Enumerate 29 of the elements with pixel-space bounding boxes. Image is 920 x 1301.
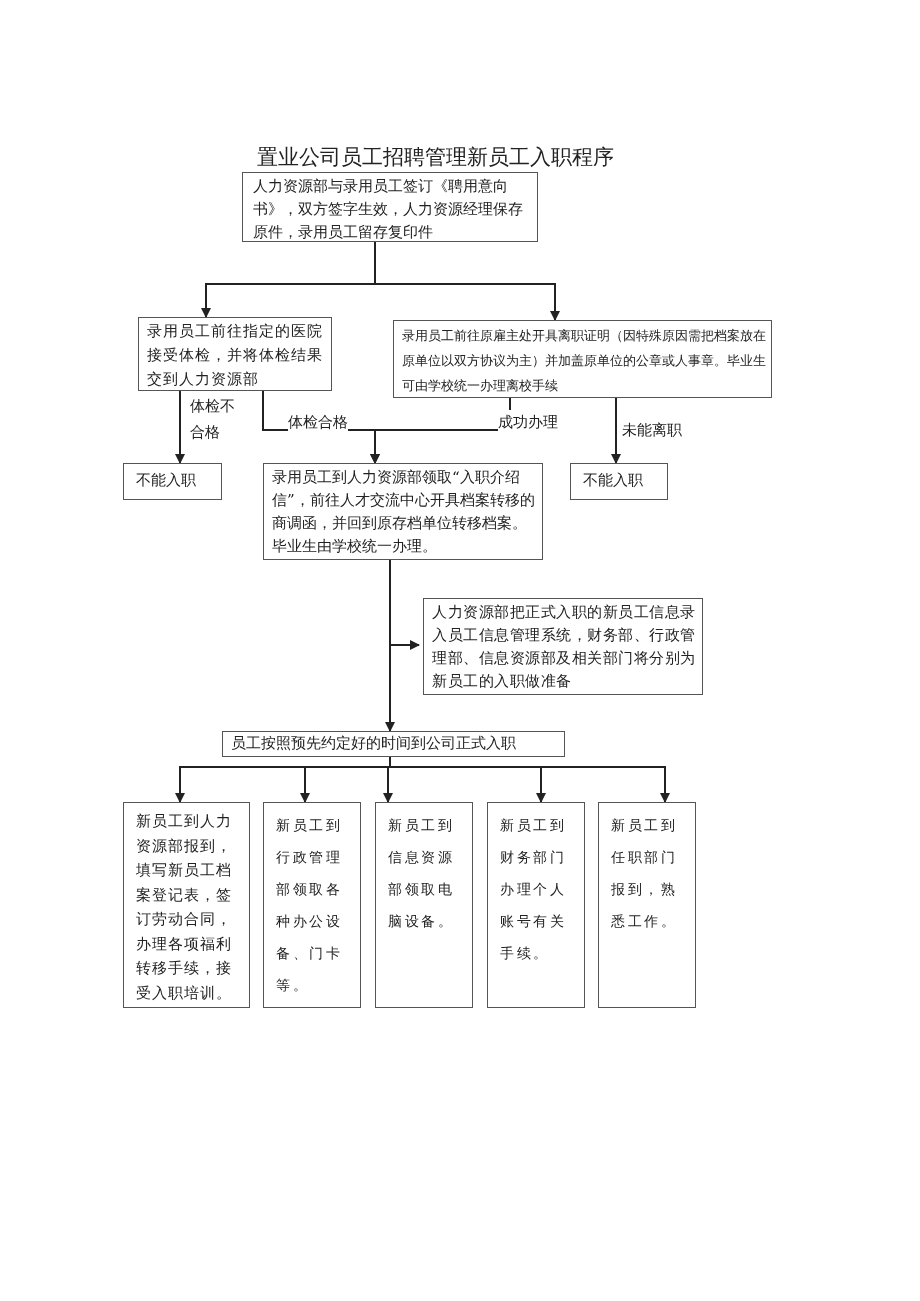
process-box [123,463,222,500]
box-text: 不能入职 [583,470,644,491]
box-text: 人力资源部把正式入职的新员工信息录入员工信息管理系统，财务部、行政管理部、信息资源部及相关部门将分别为新员工的入职做准备 [432,602,696,692]
box-text: 新员工到行政管理部领取各种办公设备、门卡等。 [276,816,344,995]
box-text: 新员工到信息资源部领取电脑设备。 [388,816,456,931]
process-box [123,802,250,1008]
box-text: 新员工到人力资源部报到，填写新员工档案登记表，签订劳动合同，办理各项福利转移手续，接受入职培训。 [136,811,233,1004]
arrow [611,397,621,464]
process-box [375,802,473,1008]
box-text: 新员工到任职部门报到，熟悉工作。 [611,816,679,931]
edge-label: 成功办理 [498,410,558,434]
process-box [393,320,772,398]
arrow [175,390,185,464]
process-box [487,802,585,1008]
box-text: 人力资源部与录用员工签订《聘用意向书》，双方签字生效，人力资源经理保存原件，录用员工留存复印件 [253,176,524,243]
box-text: 录用员工前往指定的医院接受体检，并将体检结果交到人力资源部 [147,321,324,390]
process-box [222,731,565,757]
box-text: 新员工到财务部门办理个人账号有关手续。 [500,816,568,963]
box-text: 员工按照预先约定好的时间到公司正式入职 [231,733,517,754]
process-box [263,802,361,1008]
arrow [374,241,560,321]
arrow [389,756,670,803]
box-text: 录用员工前往原雇主处开具离职证明（因特殊原因需把档案放在原单位以双方协议为主）并加盖原单位的公章或人事章。毕业生可由学校统一办理离校手续 [402,327,767,395]
box-text: 不能入职 [136,470,197,491]
process-box [570,463,668,500]
process-box [598,802,696,1008]
diagram-title: 置业公司员工招聘管理新员工入职程序 [255,144,615,171]
arrow [385,559,395,732]
box-text: 录用员工到人力资源部领取“入职介绍信”，前往人才交流中心开具档案转移的商调函，并回到原存档单位转移档案。毕业生由学校统一办理。 [272,467,536,557]
